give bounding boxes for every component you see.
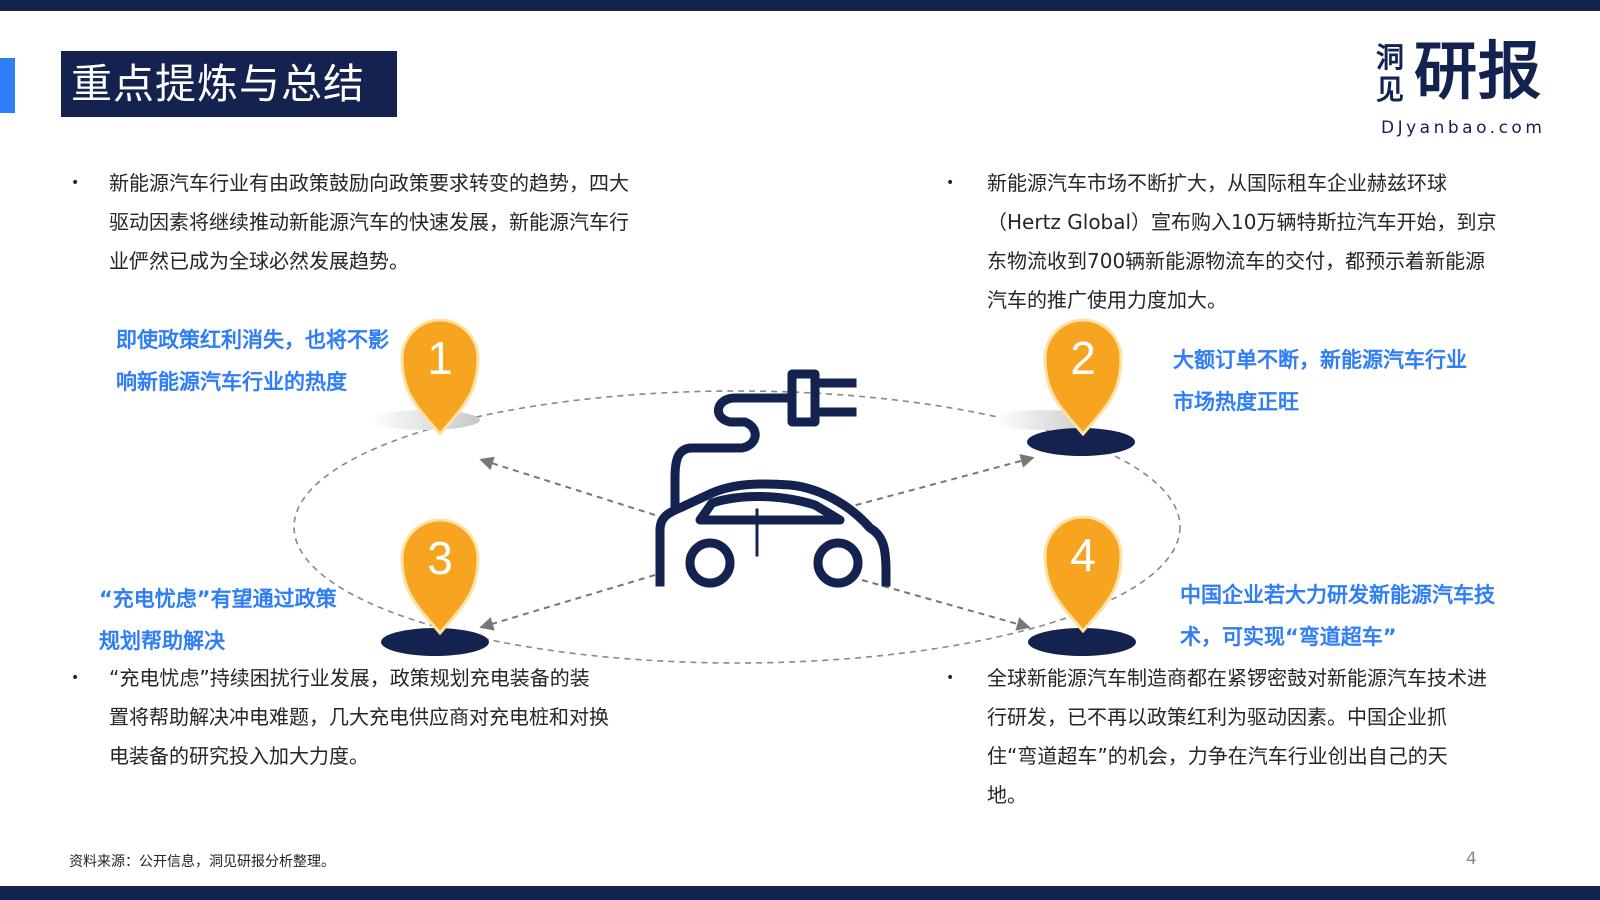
- bullet-dot: •: [946, 175, 955, 191]
- logo-brand-small: 洞见: [1376, 41, 1405, 106]
- marker-2-pin: [1043, 318, 1123, 437]
- page-title-box: 重点提炼与总结: [61, 51, 397, 117]
- marker-4-number: 4: [1070, 529, 1096, 581]
- arrow-to-3: [479, 574, 656, 631]
- connector-arrows: [479, 454, 1035, 631]
- callout-2: 大额订单不断，新能源汽车行业市场热度正旺: [1173, 348, 1467, 414]
- bullet-top-left: • 新能源汽车行业有由政策鼓励向政策要求转变的趋势，四大驱动因素将继续推动新能源…: [71, 164, 629, 281]
- marker-4-base: [1028, 628, 1136, 656]
- bullet-bottom-right-text: 全球新能源汽车制造商都在紧锣密鼓对新能源汽车技术进行研发，已不再以政策红利为驱动…: [987, 666, 1487, 807]
- source-note: 资料来源：公开信息，洞见研报分析整理。: [69, 854, 335, 870]
- marker-3-base: [381, 628, 489, 656]
- callout-1: 即使政策红利消失，也将不影响新能源汽车行业的热度: [116, 328, 389, 394]
- marker-2-number: 2: [1070, 332, 1096, 384]
- page-number: 4: [1466, 849, 1477, 869]
- page-title: 重点提炼与总结: [71, 60, 365, 108]
- djyanbao-logo: 洞见 研报 DJyanbao.com: [1376, 36, 1566, 140]
- bullet-bottom-left-text: “充电忧虑”持续困扰行业发展，政策规划充电装备的装置将帮助解决冲电难题，几大充电…: [109, 666, 609, 768]
- marker-4: [1028, 515, 1136, 656]
- marker-1-number: 1: [427, 332, 453, 384]
- bullet-top-right-text: 新能源汽车市场不断扩大，从国际租车企业赫兹环球（Hertz Global）宣布购…: [987, 171, 1497, 312]
- title-accent-bar: [0, 58, 15, 113]
- bullet-top-right: • 新能源汽车市场不断扩大，从国际租车企业赫兹环球（Hertz Global）宣…: [946, 164, 1497, 320]
- electric-car-plug-icon: [655, 369, 891, 588]
- bullet-dot: •: [71, 175, 80, 191]
- marker-4-pin: [1043, 515, 1123, 634]
- top-border-bar: [0, 0, 1600, 11]
- bullet-top-left-text: 新能源汽车行业有由政策鼓励向政策要求转变的趋势，四大驱动因素将继续推动新能源汽车…: [109, 171, 629, 273]
- marker-1-pin: [400, 318, 480, 437]
- marker-2-base: [1027, 428, 1135, 456]
- bottom-border-bar: [0, 886, 1600, 900]
- callout-3: “充电忧虑”有望通过政策规划帮助解决: [99, 587, 337, 653]
- bullet-dot: •: [71, 670, 80, 686]
- marker-3: [381, 518, 489, 656]
- marker-3-number: 3: [427, 532, 453, 584]
- marker-2: [994, 318, 1135, 456]
- bullet-bottom-right: • 全球新能源汽车制造商都在紧锣密鼓对新能源汽车技术进行研发，已不再以政策红利为…: [946, 659, 1487, 815]
- logo-brand-large: 研报: [1414, 35, 1542, 108]
- arrow-to-1: [479, 456, 656, 516]
- cycle-ellipse: [293, 390, 1181, 664]
- arrow-to-4: [861, 579, 1031, 631]
- bullet-bottom-left: • “充电忧虑”持续困扰行业发展，政策规划充电装备的装置将帮助解决冲电难题，几大…: [71, 659, 609, 776]
- logo-site-text: DJyanbao.com: [1381, 118, 1546, 138]
- arrow-to-2: [844, 454, 1035, 509]
- callout-4: 中国企业若大力研发新能源汽车技术，可实现“弯道超车”: [1180, 583, 1495, 649]
- marker-1: [370, 318, 480, 437]
- marker-3-pin: [400, 518, 480, 636]
- bullet-dot: •: [946, 670, 955, 686]
